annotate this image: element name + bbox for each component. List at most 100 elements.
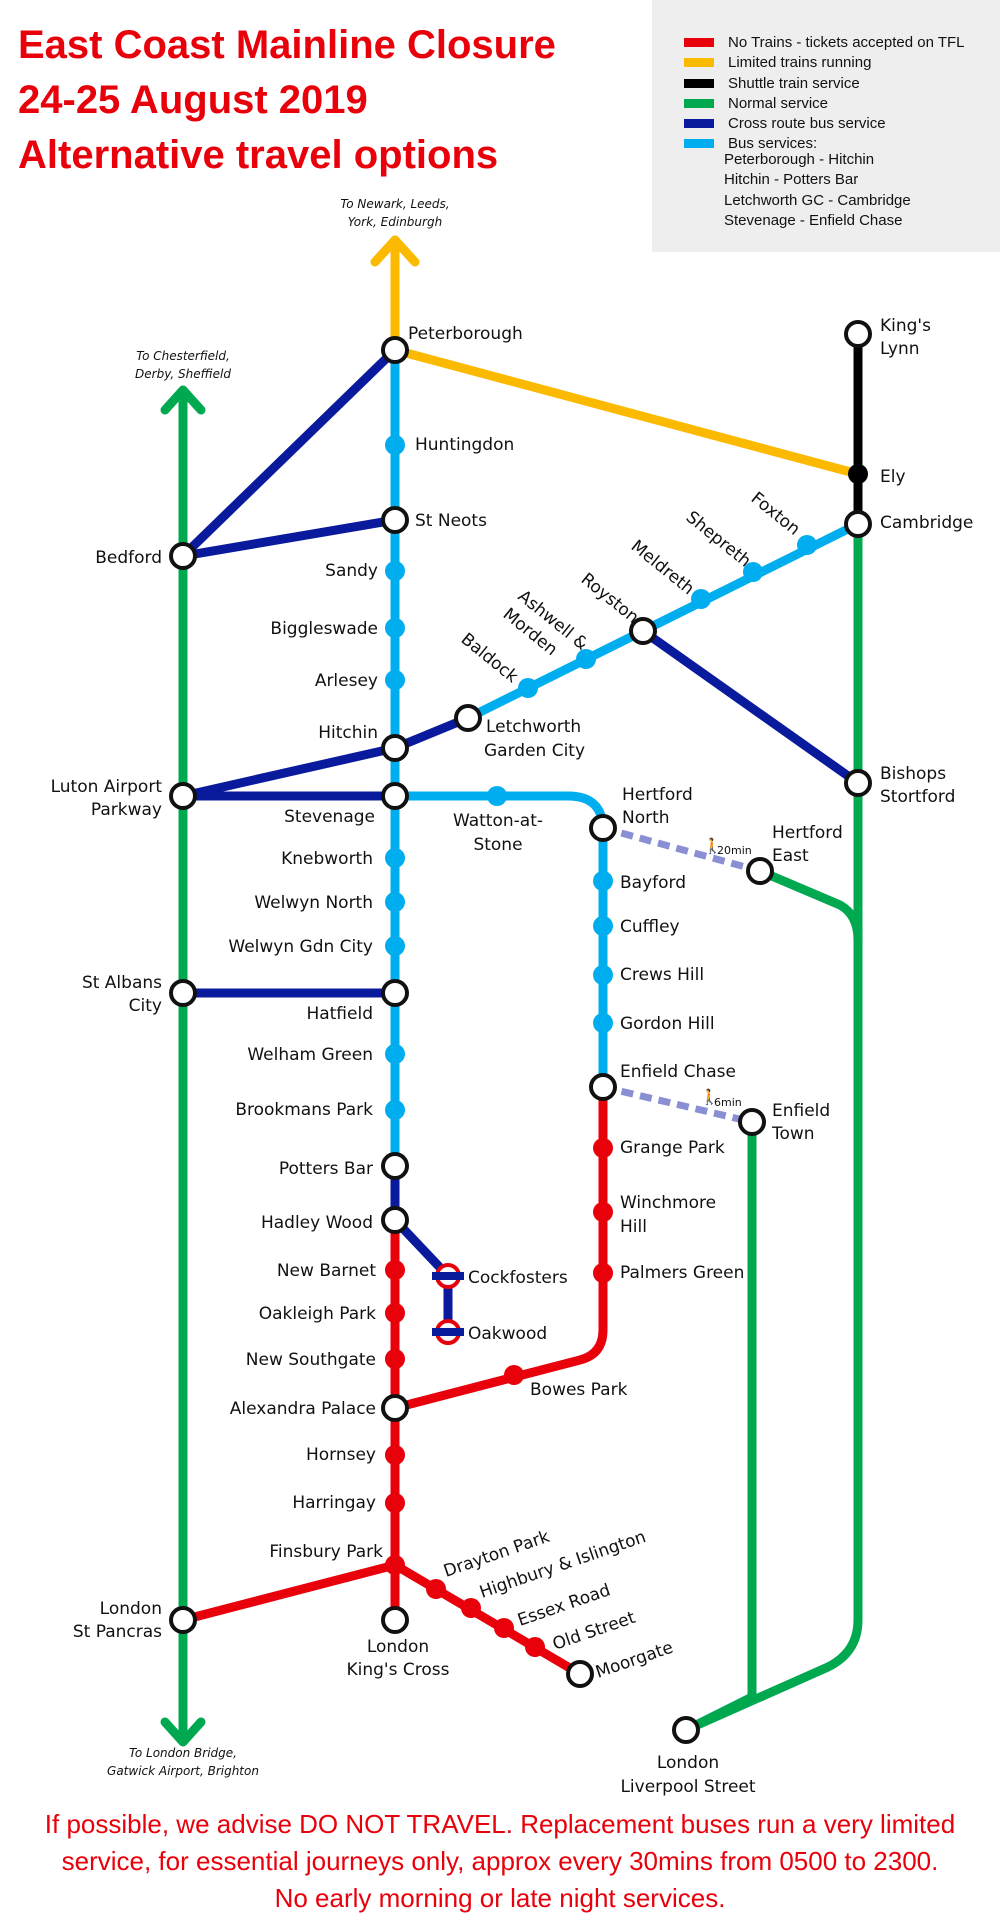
page-title: East Coast Mainline Closure 24-25 August… [18,18,556,183]
label-harringay: Harringay [292,1493,376,1513]
interchange-moorgate [566,1660,594,1688]
stop-finsbury-park [385,1555,405,1575]
label-cockfosters: Cockfosters [468,1268,568,1288]
label-winchmore-line1: Winchmore [620,1193,716,1213]
legend-swatch [684,37,714,47]
label-cambridge: Cambridge [880,513,973,533]
interchange-st-pancras [169,1606,197,1634]
legend-bus-service: Peterborough - Hitchin [724,151,875,168]
legend-label: Shuttle train service [728,74,860,92]
walk-icon: 🚶 [700,1088,719,1106]
label-ely: Ely [880,467,906,487]
legend-item: No Trains - tickets accepted on TFL [684,32,965,52]
label-huntingdon: Huntingdon [415,435,514,455]
direction-south-line1: To London Bridge, [129,1746,237,1760]
stop-knebworth [385,848,405,868]
label-highbury-islington: Highbury & Islington [477,1527,648,1603]
stop-shepreth [743,562,763,582]
label-oakwood: Oakwood [468,1324,547,1344]
label-watton-line1: Watton-at- [453,811,543,831]
label-bishops-stortford-line2: Stortford [880,787,955,807]
label-hertford-north-line2: North [622,808,670,828]
stop-sandy [385,561,405,581]
label-brookmans-park: Brookmans Park [235,1100,373,1120]
stop-welham-green [385,1044,405,1064]
label-st-albans-line2: City [129,996,162,1016]
stop-new-southgate [385,1349,405,1369]
line-cross-royston-bishops [638,626,863,788]
interchange-bedford [169,542,197,570]
label-moorgate: Moorgate [593,1638,676,1683]
stop-winchmore-hill [593,1202,613,1222]
walk-time-enfield: 6min [714,1096,742,1109]
stop-arlesey [385,670,405,690]
walk-time-hertford: 20min [717,844,752,857]
label-enfield-town-line2: Town [771,1124,815,1144]
underground-roundel-icon [432,1263,464,1289]
stop-meldreth [691,589,711,609]
label-oakleigh-park: Oakleigh Park [259,1304,376,1324]
label-cuffley: Cuffley [620,917,680,937]
line-cross-bedford-peterborough [178,345,400,561]
label-letchworth-line1: Letchworth [486,717,581,737]
stop-bayford [593,871,613,891]
underground-roundel-icon [432,1319,464,1345]
legend-item: Normal service [684,93,828,113]
interchange-st-albans-city [169,979,197,1007]
stop-brookmans-park [385,1100,405,1120]
legend-label: No Trains - tickets accepted on TFL [728,33,965,51]
direction-west-line2: Derby, Sheffield [135,367,231,381]
legend-label: Normal service [728,94,829,112]
label-hadley-wood: Hadley Wood [261,1213,373,1233]
label-knebworth: Knebworth [281,849,373,869]
label-hertford-east-line2: East [772,846,809,866]
interchange-kings-lynn [844,320,872,348]
stop-ashwell-morden [576,649,596,669]
label-bayford: Bayford [620,873,686,893]
stop-hornsey [385,1445,405,1465]
label-hatfield: Hatfield [306,1004,373,1024]
stop-foxton [797,535,817,555]
label-hitchin: Hitchin [318,723,378,743]
direction-west-line1: To Chesterfield, [136,349,230,363]
stop-oakleigh-park [385,1303,405,1323]
direction-south-line2: Gatwick Airport, Brighton [107,1764,259,1778]
interchange-liverpool-street [672,1716,700,1744]
label-watton-line2: Stone [473,835,522,855]
interchange-enfield-chase [589,1073,617,1101]
advice-line: If possible, we advise DO NOT TRAVEL. Re… [44,1809,956,1839]
stop-new-barnet [385,1260,405,1280]
legend-label: Cross route bus service [728,114,886,132]
line-red-northern-city [390,1560,585,1679]
label-peterborough: Peterborough [408,324,523,344]
stop-grange-park [593,1138,613,1158]
label-hertford-north-line1: Hertford [622,785,693,805]
stop-highbury-islington [461,1598,481,1618]
travel-advice: If possible, we advise DO NOT TRAVEL. Re… [0,1806,1000,1917]
label-biggleswade: Biggleswade [270,619,378,639]
stop-harringay [385,1493,405,1513]
legend-item: Limited trains running [684,52,871,72]
label-new-southgate: New Southgate [246,1350,376,1370]
stop-old-street [525,1637,545,1657]
label-st-albans-line1: St Albans [82,973,162,993]
label-palmers-green: Palmers Green [620,1263,744,1283]
interchange-luton-airport-parkway [169,782,197,810]
stop-huntingdon [385,435,405,455]
label-luton-line2: Parkway [91,800,162,820]
stop-watton-at-stone [487,786,507,806]
label-gordon-hill: Gordon Hill [620,1014,715,1034]
line-cross-bedford-stneots [178,515,400,561]
label-arlesey: Arlesey [315,671,378,691]
advice-line: No early morning or late night services. [274,1883,726,1913]
interchange-stations [169,320,872,1744]
label-potters-bar: Potters Bar [279,1159,373,1179]
label-letchworth-line2: Garden City [484,741,585,761]
label-luton-line1: Luton Airport [51,777,163,797]
direction-north-line1: To Newark, Leeds, [340,197,449,211]
stop-gordon-hill [593,1013,613,1033]
stop-biggleswade [385,618,405,638]
label-bedford: Bedford [95,548,162,568]
interchange-potters-bar [381,1152,409,1180]
